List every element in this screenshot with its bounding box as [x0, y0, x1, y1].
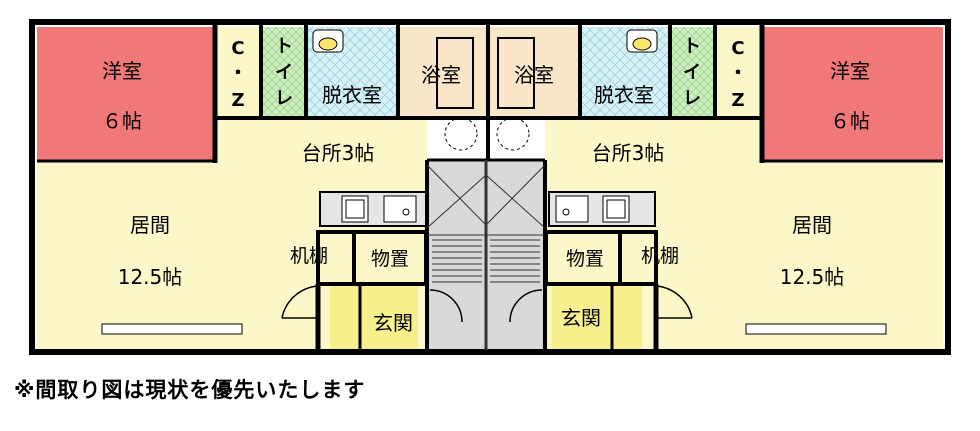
- disclaimer-note: ※間取り図は現状を優先いたします: [14, 378, 366, 402]
- left-toilet: [262, 27, 306, 117]
- left-kitchen-counter: [319, 191, 427, 227]
- left-washbasin-bowl-icon: [318, 37, 338, 51]
- left-toilet-label-3: レ: [275, 88, 293, 109]
- right-bathtub: [497, 37, 535, 109]
- left-kitchen-label: 台所3帖: [302, 141, 375, 165]
- right-closet-label-2: Z: [731, 90, 744, 111]
- left-closet-label-2: Z: [231, 90, 244, 111]
- right-living-room-size: 12.5帖: [780, 265, 845, 289]
- left-closet-label-dot: ・: [229, 63, 247, 84]
- right-desk-shelf-label: 机棚: [641, 245, 679, 267]
- left-bathroom-label: 浴室: [421, 63, 461, 87]
- left-living-room-name: 居間: [130, 213, 170, 237]
- left-closet: [216, 27, 260, 117]
- right-kitchen-counter: [548, 191, 656, 227]
- right-storage-label: 物置: [566, 248, 604, 270]
- walls: [29, 19, 951, 355]
- right-toilet-label-1: ト: [683, 36, 701, 57]
- right-toilet-label-3: レ: [683, 88, 701, 109]
- left-western-room: [37, 27, 215, 161]
- left-ceiling-light-icon: [444, 117, 478, 151]
- stair-steps: [426, 160, 546, 350]
- windows: [101, 323, 887, 335]
- right-western-room: [763, 27, 943, 161]
- left-western-room-size: ６帖: [102, 109, 142, 133]
- right-ceiling-light-icon: [496, 117, 530, 151]
- left-bathroom: [398, 27, 486, 117]
- right-western-room-size: ６帖: [830, 109, 870, 133]
- right-dressing-room-label: 脱衣室: [594, 83, 654, 107]
- right-living-room-name: 居間: [792, 213, 832, 237]
- left-entrance: [330, 285, 418, 350]
- floor-plan: 洋室 ６帖 C ・ Z ト イ レ 脱衣室 浴室 台所3帖 居間 12.5帖 机…: [29, 19, 951, 355]
- right-closet: [716, 27, 760, 117]
- left-closet-label-1: C: [231, 38, 244, 59]
- door-swings: [281, 285, 693, 323]
- right-washbasin-bowl-icon: [632, 37, 652, 51]
- left-desk-shelf-label: 机棚: [290, 245, 328, 267]
- left-toilet-label-2: イ: [275, 62, 293, 83]
- right-toilet: [670, 27, 714, 117]
- left-toilet-label-1: ト: [275, 36, 293, 57]
- left-bathtub: [436, 37, 474, 109]
- right-entrance: [552, 285, 642, 350]
- right-bathroom-label: 浴室: [514, 63, 554, 87]
- right-western-room-name: 洋室: [830, 59, 870, 83]
- left-storage-label: 物置: [371, 248, 409, 270]
- left-western-room-name: 洋室: [102, 59, 142, 83]
- right-toilet-label-2: イ: [683, 62, 701, 83]
- left-entrance-label: 玄関: [373, 311, 413, 335]
- left-dressing-room-label: 脱衣室: [322, 83, 382, 107]
- right-entrance-label: 玄関: [561, 306, 601, 330]
- right-kitchen-label: 台所3帖: [592, 141, 665, 165]
- left-living-room-size: 12.5帖: [118, 265, 183, 289]
- right-closet-label-1: C: [731, 38, 744, 59]
- right-closet-label-dot: ・: [729, 63, 747, 84]
